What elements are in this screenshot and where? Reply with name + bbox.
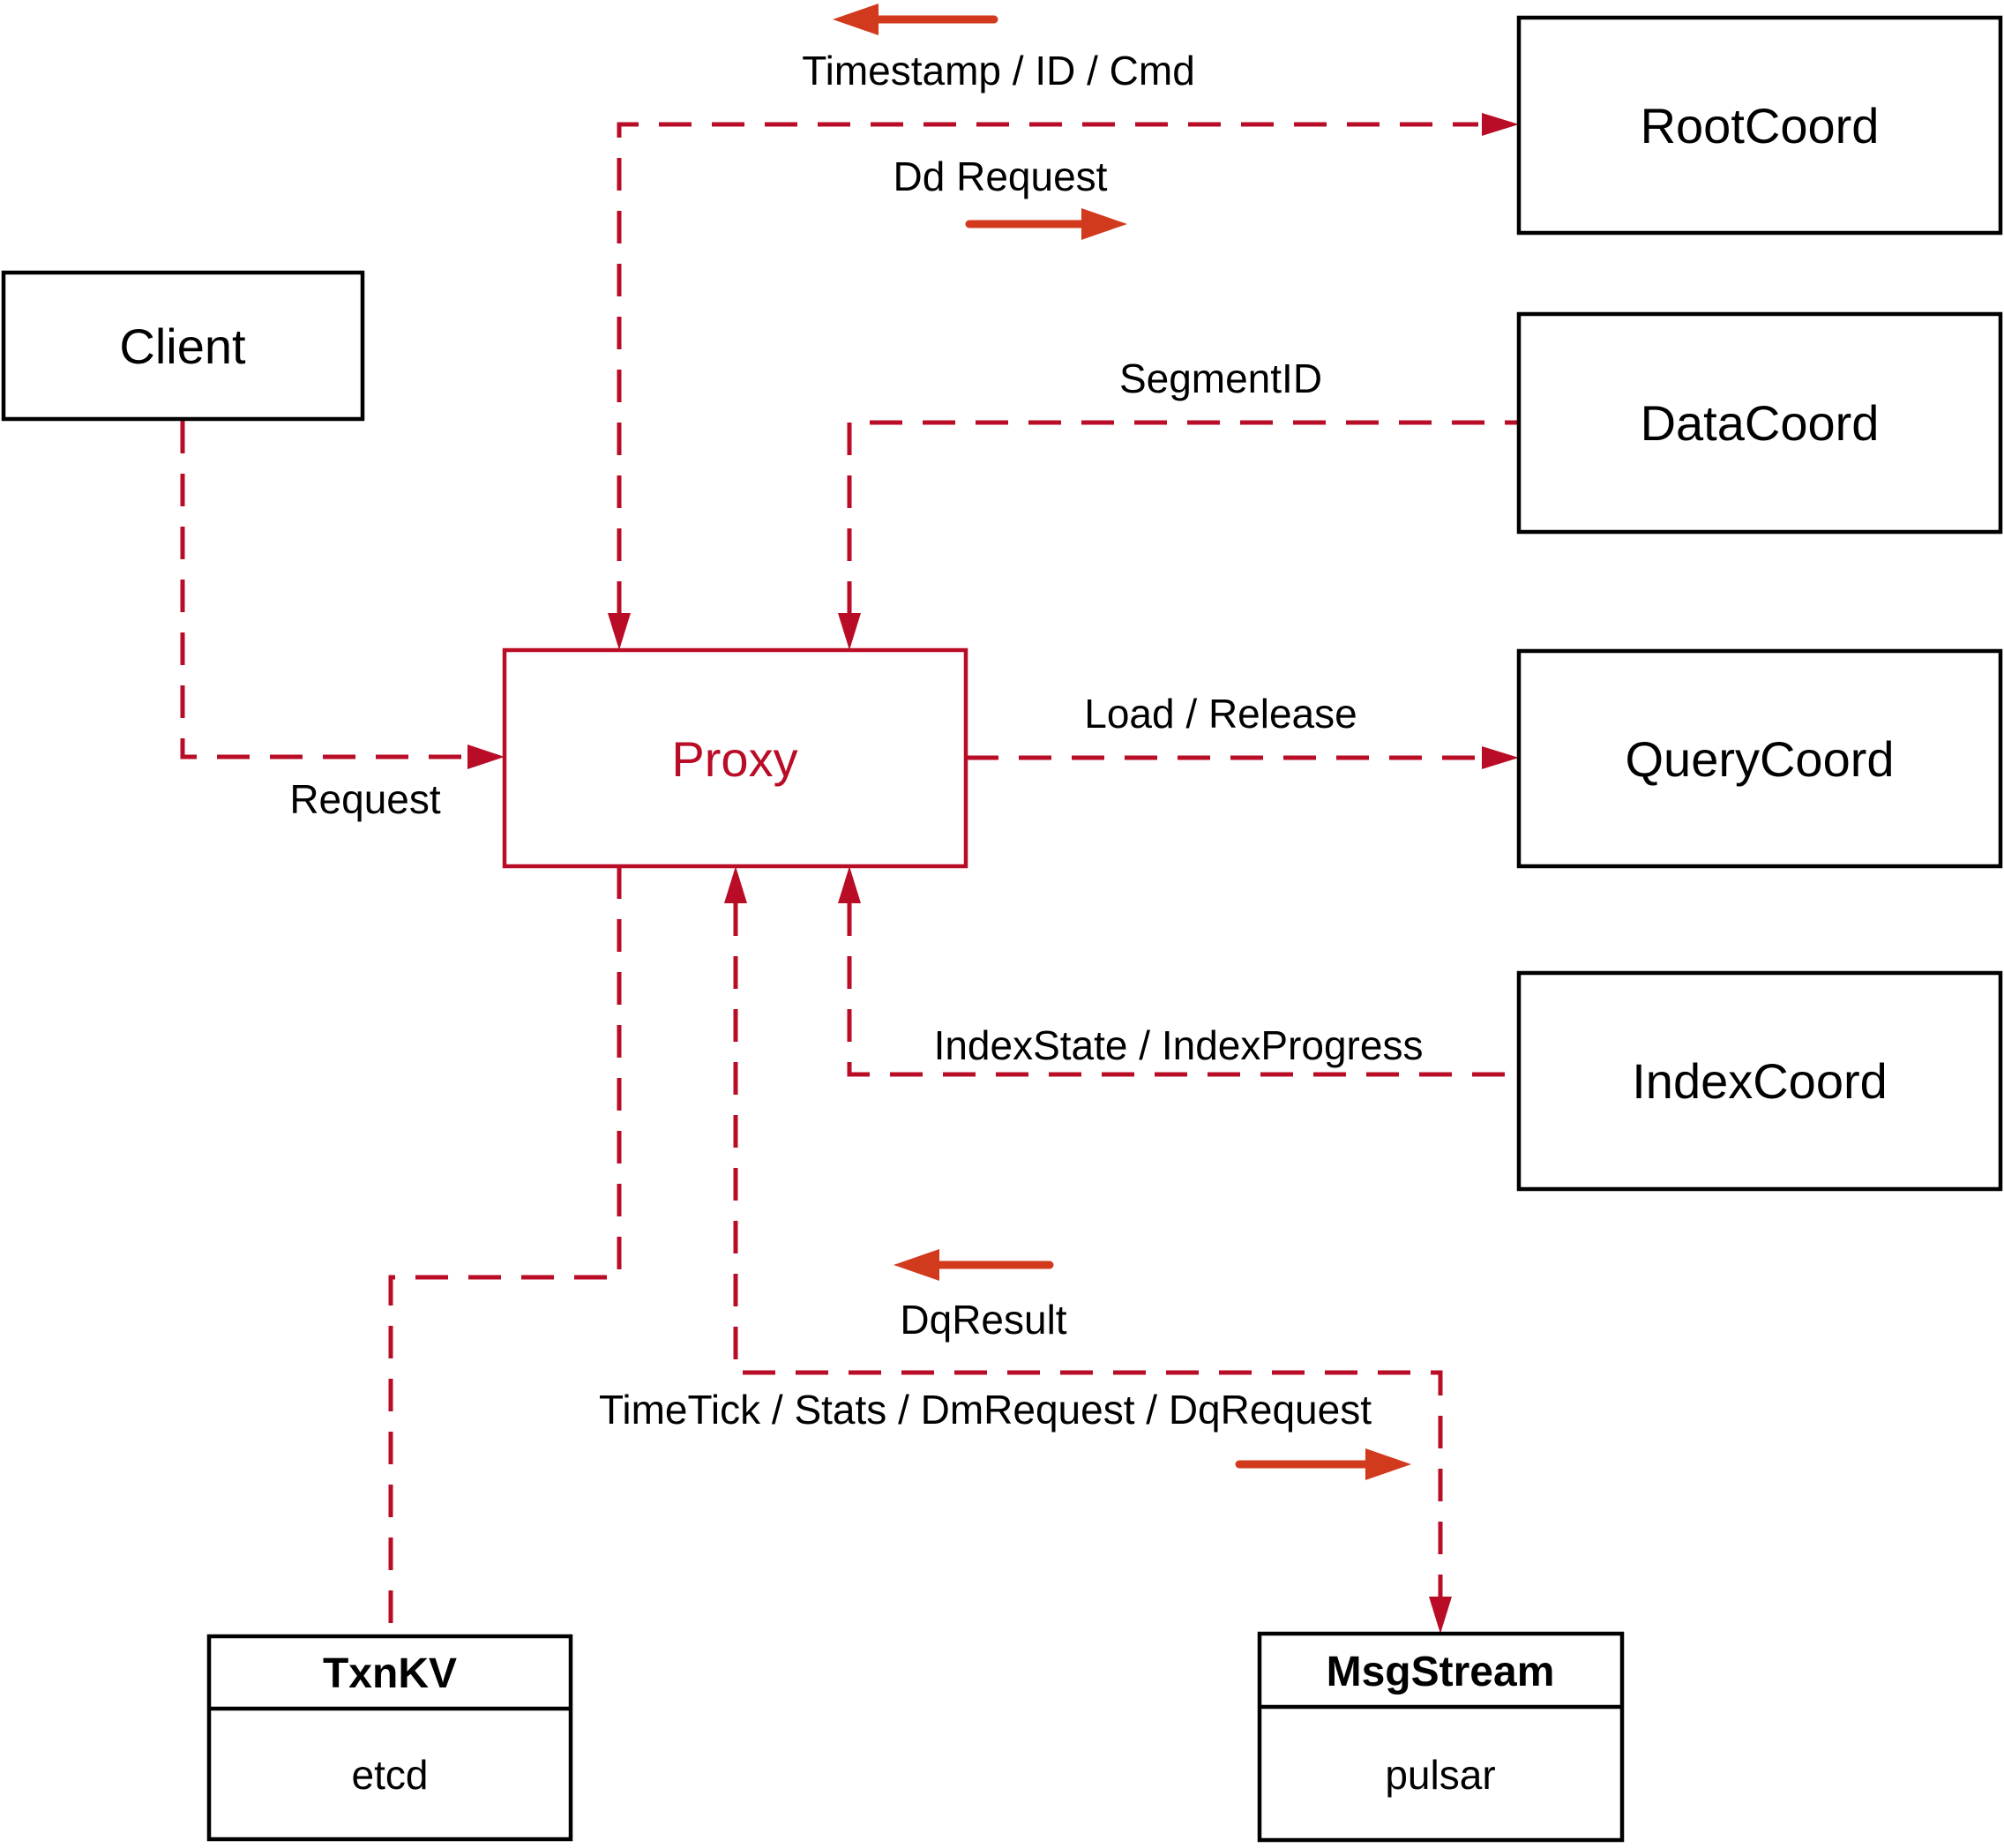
edge-label-segment-id: SegmentID bbox=[1119, 355, 1322, 401]
edge-label-timestamp-id-cmd: Timestamp / ID / Cmd bbox=[802, 48, 1195, 94]
txnkv-title: TxnKV bbox=[323, 1650, 457, 1697]
proxy-node bbox=[502, 647, 968, 869]
proxy-label: Proxy bbox=[671, 731, 797, 787]
edge-datacoord-to-proxy bbox=[847, 420, 1519, 614]
edge-label-load-release: Load / Release bbox=[1084, 691, 1357, 737]
edge-label-dd-request: Dd Request bbox=[894, 153, 1108, 199]
arrowhead-into-msgstream bbox=[1429, 1597, 1452, 1634]
edge-label-dq-result: DqResult bbox=[900, 1297, 1066, 1343]
rootcoord-node bbox=[1516, 15, 2003, 236]
edge-label-index-state-progress: IndexState / IndexProgress bbox=[934, 1022, 1424, 1068]
msgstream-title: MsgStream bbox=[1327, 1649, 1555, 1695]
edge-proxy-txnkv bbox=[388, 866, 622, 1635]
arrowhead-into-proxy-top-left bbox=[608, 613, 631, 650]
client-node bbox=[1, 270, 365, 422]
edge-client-to-proxy bbox=[180, 421, 464, 759]
left-arrow-icon bbox=[894, 1249, 939, 1281]
rootcoord-label: RootCoord bbox=[1641, 98, 1880, 153]
txnkv-node bbox=[206, 1634, 573, 1842]
arrowhead-into-proxy-left bbox=[467, 744, 505, 769]
indexcoord-label: IndexCoord bbox=[1632, 1053, 1888, 1109]
edge-proxy-msgstream bbox=[733, 903, 1443, 1597]
arrowhead-into-rootcoord bbox=[1482, 113, 1519, 136]
datacoord-label: DataCoord bbox=[1641, 395, 1880, 451]
querycoord-node bbox=[1516, 648, 2003, 869]
indexcoord-node bbox=[1516, 970, 2003, 1192]
arrowhead-into-proxy-top-right bbox=[838, 613, 861, 650]
txnkv-impl: etcd bbox=[352, 1752, 429, 1798]
edge-label-timetick-stats: TimeTick / Stats / DmRequest / DqRequest bbox=[599, 1387, 1372, 1433]
edge-label-request: Request bbox=[289, 776, 441, 822]
datacoord-node bbox=[1516, 311, 2003, 535]
left-arrow-icon bbox=[833, 4, 879, 35]
querycoord-label: QueryCoord bbox=[1625, 731, 1894, 787]
right-arrow-icon bbox=[1081, 208, 1127, 240]
msgstream-node bbox=[1257, 1631, 1625, 1843]
arrowhead-into-proxy-bottom-right bbox=[838, 866, 861, 903]
msgstream-impl: pulsar bbox=[1385, 1752, 1495, 1798]
arrowhead-into-proxy-bottom-center bbox=[724, 866, 747, 903]
arrowhead-into-querycoord bbox=[1482, 746, 1519, 769]
client-label: Client bbox=[119, 318, 246, 374]
right-arrow-icon bbox=[1365, 1448, 1411, 1480]
edge-proxy-rootcoord bbox=[617, 122, 1478, 614]
edge-indexcoord-to-proxy bbox=[847, 903, 1519, 1077]
